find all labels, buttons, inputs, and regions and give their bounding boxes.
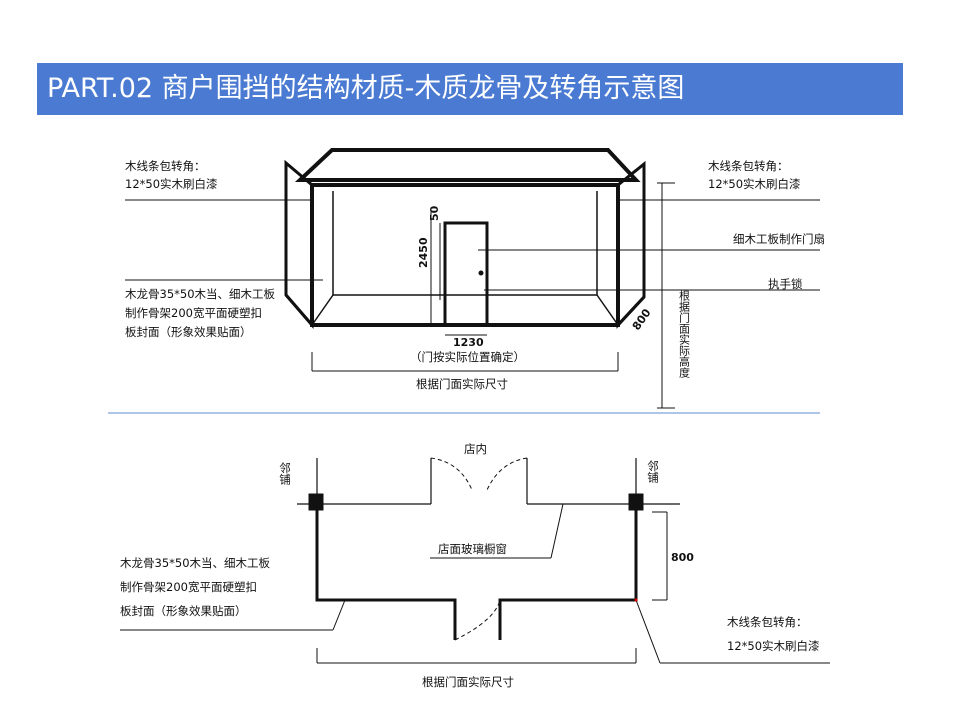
door-width-dim: 1230 [453,336,484,349]
top-left-corner-label-1: 木线条包转角： [125,159,206,173]
plan-depth-dim: 800 [671,551,694,564]
plan-frame-label-2: 制作骨架200宽平面硬塑扣 [120,580,257,594]
door-position-note: （门按实际位置确定） [410,350,525,364]
left-wing [284,159,314,330]
plan-width-note: 根据门面实际尺寸 [422,675,514,689]
top-width-note: 根据门面实际尺寸 [416,377,508,391]
lock-label: 执手锁 [768,277,803,291]
plan-corner-label-1: 木线条包转角： [727,615,808,629]
page-title: PART.02 商户围挡的结构材质-木质龙骨及转角示意图 [47,73,685,104]
top-left-corner-label-2: 12*50实木刷白漆 [125,177,218,191]
top-slab [294,148,641,182]
back-wall [310,183,620,327]
top-right-corner-label-2: 12*50实木刷白漆 [708,177,801,191]
plan-corner-label-2: 12*50实木刷白漆 [727,639,820,653]
right-wing [616,160,646,329]
frame-outline [315,500,457,640]
top-left-frame-label-3: 板封面（形象效果贴面） [125,325,252,339]
height-note-label: 根据门面实际高度 [678,289,691,379]
plan-frame-label-1: 木龙骨35*50木当、细木工板 [120,556,271,570]
inside-label: 店内 [464,442,487,456]
plan-frame-label-3: 板封面（形象效果贴面） [120,604,247,618]
left-corner-post [308,493,324,511]
door-lock-knob [478,270,484,276]
top-perspective-drawing [284,148,646,330]
door-panel-label: 细木工板制作门扇 [733,232,825,246]
top-leader-lines [125,182,820,409]
door-height-dim: 2450 [417,237,430,268]
neighbor-right-label: 邻铺 [646,460,660,483]
top-left-frame-label-2: 制作骨架200宽平面硬塑扣 [125,306,262,320]
right-corner-post [628,493,644,511]
glass-window-label: 店面玻璃橱窗 [438,542,507,556]
top-left-frame-label-1: 木龙骨35*50木当、细木工板 [125,287,276,301]
title-bar: PART.02 商户围挡的结构材质-木质龙骨及转角示意图 [37,63,903,115]
top-right-corner-label-1: 木线条包转角： [708,159,789,173]
plan-view-drawing [120,457,830,664]
door-top-dim: 50 [428,205,441,221]
door [443,221,489,327]
corner-marker [634,598,638,602]
neighbor-left-label: 邻铺 [278,462,292,485]
